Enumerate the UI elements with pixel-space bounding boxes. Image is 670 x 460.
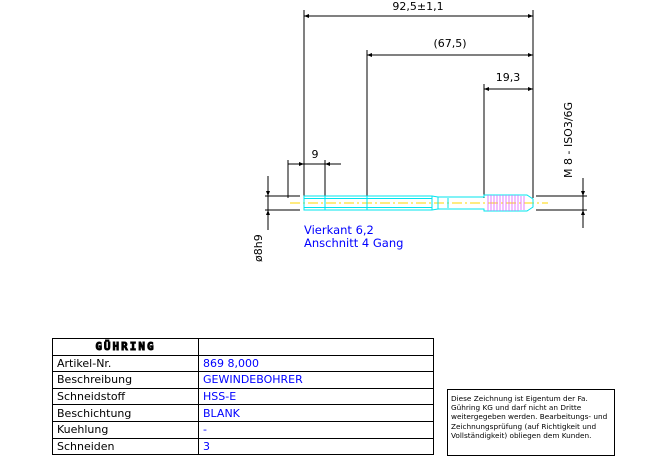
- dimension-lines: [266, 14, 585, 230]
- thread-hatching: [487, 195, 525, 211]
- row-value: 3: [198, 437, 434, 456]
- square-length-label: 9: [312, 148, 319, 161]
- row-value: -: [198, 420, 434, 439]
- tap-outline: [303, 194, 534, 212]
- ownership-notice: Diese Zeichnung ist Eigentum der Fa. Güh…: [447, 389, 615, 456]
- row-value: HSS-E: [198, 387, 434, 406]
- shank-length-label: (67,5): [433, 37, 466, 50]
- row-label: Schneidstoff: [52, 387, 199, 406]
- row-label: Beschichtung: [52, 404, 199, 422]
- table-row: Beschichtung BLANK: [52, 404, 434, 422]
- thread-length-label: 19,3: [496, 71, 521, 84]
- row-label: Beschreibung: [52, 371, 199, 389]
- square-note: Vierkant 6,2: [304, 223, 374, 237]
- extension-lines: [265, 10, 587, 211]
- row-value: BLANK: [198, 404, 434, 422]
- table-row: Beschreibung GEWINDEBOHRER: [52, 371, 434, 389]
- table-row: Schneidstoff HSS-E: [52, 387, 434, 406]
- row-label: Schneiden: [52, 437, 199, 456]
- guhring-logo: GÜHRING: [52, 338, 199, 356]
- row-label: Artikel-Nr.: [52, 354, 199, 373]
- row-label: Kuehlung: [52, 420, 199, 439]
- table-row: Artikel-Nr. 869 8,000: [52, 354, 434, 373]
- thread-spec-label: M 8 - ISO3/6G: [562, 102, 575, 178]
- table-row: Schneiden 3: [52, 437, 434, 456]
- table-row: Kuehlung -: [52, 420, 434, 439]
- row-value: GEWINDEBOHRER: [198, 371, 434, 389]
- chamfer-note: Anschnitt 4 Gang: [304, 236, 403, 250]
- overall-length-label: 92,5±1,1: [392, 0, 443, 13]
- shank-diameter-label: ø8h9: [252, 234, 265, 262]
- title-block: GÜHRING Artikel-Nr. 869 8,000 Beschreibu…: [52, 338, 434, 456]
- row-value: 869 8,000: [198, 354, 434, 373]
